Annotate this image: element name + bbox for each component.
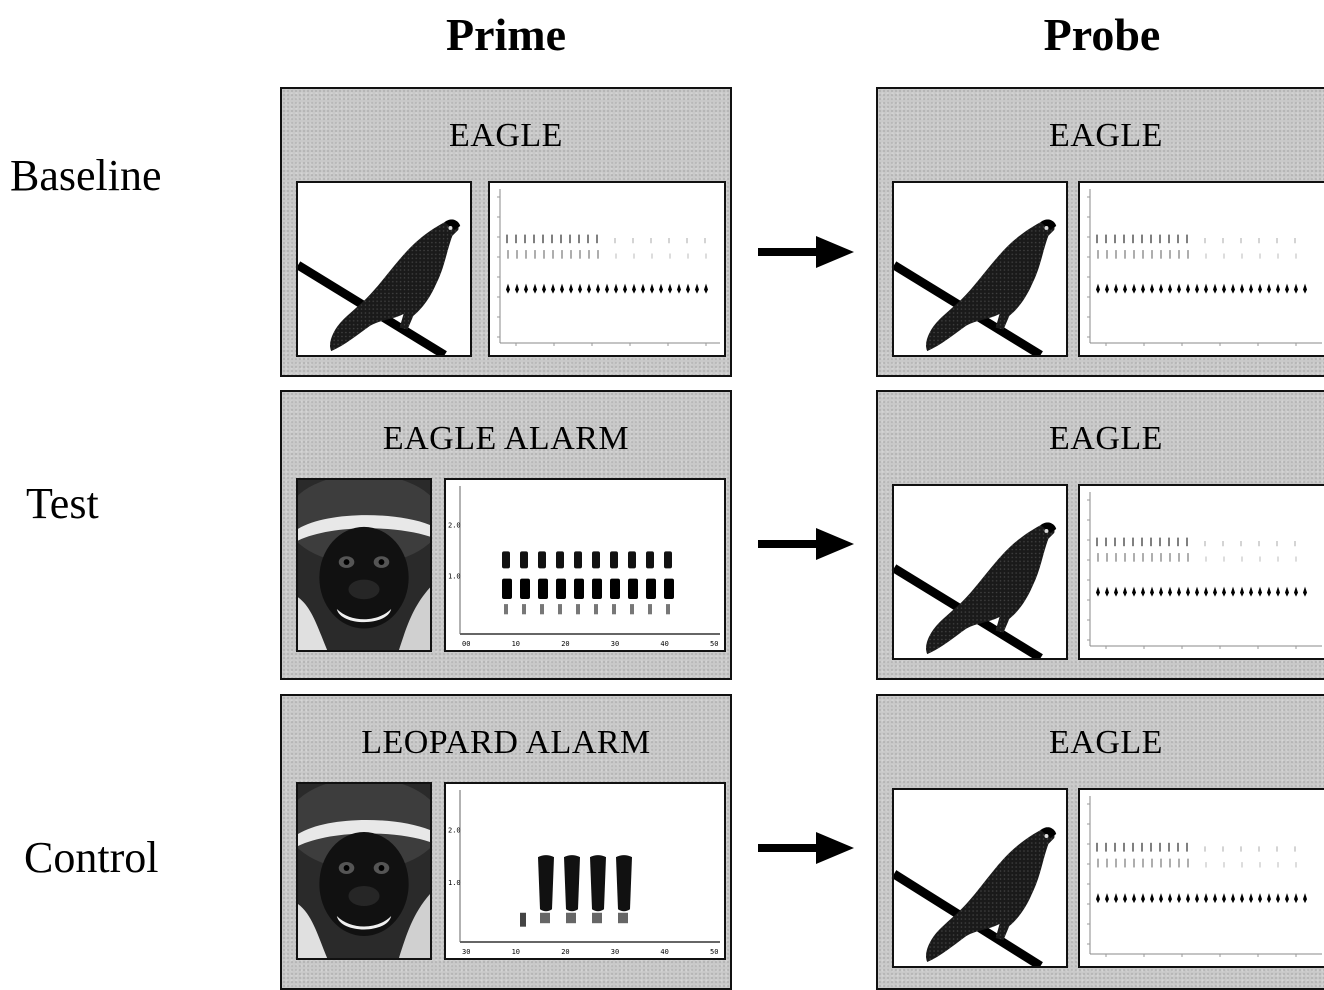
row-label-control: Control bbox=[24, 833, 159, 882]
right-arrow-icon bbox=[758, 832, 854, 864]
x-tick-label: 10 bbox=[512, 640, 520, 648]
panel-title: EAGLE bbox=[1049, 117, 1163, 154]
prime-panel-test: EAGLE ALARM 2.0 1.0 00 10 20 30 40 50 bbox=[280, 390, 732, 680]
row-label-test: Test bbox=[26, 479, 99, 528]
leopard-alarm-spectrogram: 2.0 1.0 30 10 20 30 40 50 bbox=[444, 782, 726, 960]
x-tick-label: 20 bbox=[561, 948, 569, 956]
eagle-alarm-spectrogram: 2.0 1.0 00 10 20 30 40 50 bbox=[444, 478, 726, 652]
x-tick-label: 30 bbox=[611, 640, 619, 648]
x-tick-label: 30 bbox=[611, 948, 619, 956]
right-arrow-icon bbox=[758, 528, 854, 560]
x-tick-label: 30 bbox=[462, 948, 470, 956]
panel-title: EAGLE bbox=[449, 117, 563, 154]
row-label-baseline: Baseline bbox=[10, 151, 162, 200]
column-header-probe: Probe bbox=[1043, 9, 1161, 60]
y-tick-label: 1.0 bbox=[448, 879, 461, 887]
panel-title: EAGLE ALARM bbox=[382, 420, 630, 457]
eagle-image bbox=[892, 788, 1068, 968]
eagle-call-spectrogram bbox=[488, 181, 726, 357]
column-header-prime: Prime bbox=[445, 9, 567, 60]
y-tick-label: 2.0 bbox=[448, 522, 461, 530]
x-tick-label: 50 bbox=[710, 948, 718, 956]
eagle-call-spectrogram bbox=[1078, 788, 1324, 968]
panel-title: LEOPARD ALARM bbox=[361, 724, 651, 761]
panel-title: EAGLE bbox=[1049, 420, 1163, 457]
x-tick-label: 00 bbox=[462, 640, 470, 648]
eagle-call-spectrogram bbox=[1078, 484, 1324, 660]
x-tick-label: 50 bbox=[710, 640, 718, 648]
y-tick-label: 1.0 bbox=[448, 573, 461, 581]
eagle-image bbox=[892, 484, 1068, 660]
probe-panel-control: EAGLE bbox=[876, 694, 1324, 990]
prime-panel-control: LEOPARD ALARM 2.0 1.0 30 10 20 30 40 50 bbox=[280, 694, 732, 990]
eagle-call-spectrogram bbox=[1078, 181, 1324, 357]
eagle-image bbox=[892, 181, 1068, 357]
y-tick-label: 2.0 bbox=[448, 827, 461, 835]
x-tick-label: 10 bbox=[512, 948, 520, 956]
x-tick-label: 40 bbox=[660, 640, 668, 648]
x-tick-label: 20 bbox=[561, 640, 569, 648]
panel-title: EAGLE bbox=[1049, 724, 1163, 761]
x-tick-label: 40 bbox=[660, 948, 668, 956]
probe-panel-test: EAGLE bbox=[876, 390, 1324, 680]
monkey-image bbox=[296, 782, 432, 960]
eagle-image bbox=[296, 181, 472, 357]
right-arrow-icon bbox=[758, 236, 854, 268]
prime-panel-baseline: EAGLE bbox=[280, 87, 732, 377]
probe-panel-baseline: EAGLE bbox=[876, 87, 1324, 377]
monkey-image bbox=[296, 478, 432, 652]
